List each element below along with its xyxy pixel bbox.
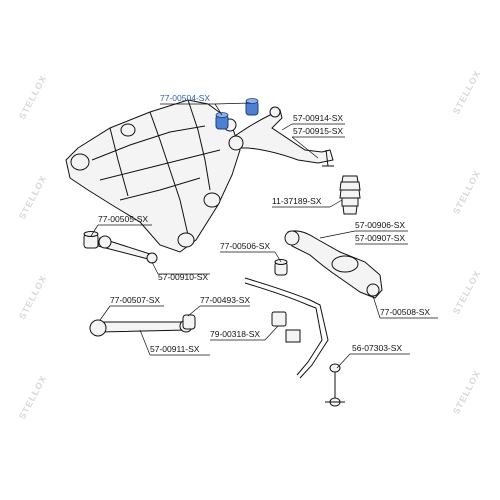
label-77-00506: 77-00506-SX <box>220 241 270 251</box>
watermark-right-4: STELLOX <box>451 368 483 416</box>
watermark-left-2: STELLOX <box>17 173 49 221</box>
label-56-07303: 56-07303-SX <box>352 343 402 353</box>
stabilizer-assembly <box>244 277 345 407</box>
link-arm-57-00910 <box>83 231 158 264</box>
label-77-00505: 77-00505-SX <box>98 214 148 224</box>
label-57-00911: 57-00911-SX <box>150 344 200 354</box>
watermark-left-1: STELLOX <box>17 73 49 121</box>
label-77-00504: 77-00504-SX <box>160 93 210 103</box>
label-79-00318: 79-00318-SX <box>210 329 260 339</box>
label-57-00906: 57-00906-SX <box>355 220 405 230</box>
label-57-00910: 57-00910-SX <box>158 272 208 282</box>
watermark-right-3: STELLOX <box>451 268 483 316</box>
label-57-00914: 57-00914-SX <box>293 113 343 123</box>
bushing-77-00506 <box>274 259 288 276</box>
watermark-right-2: STELLOX <box>451 168 483 216</box>
upper-control-arm <box>228 106 334 167</box>
watermark-left-3: STELLOX <box>17 273 49 321</box>
leader-lines <box>90 102 438 369</box>
lower-control-arm <box>284 230 383 299</box>
bump-stop <box>339 175 361 215</box>
label-77-00493: 77-00493-SX <box>200 295 250 305</box>
watermark-right-1: STELLOX <box>451 68 483 116</box>
label-11-37189: 11-37189-SX <box>272 196 322 206</box>
part-labels: 77-00504-SX 57-00914-SX 57-00915-SX 11-3… <box>98 93 430 354</box>
label-77-00507: 77-00507-SX <box>110 295 160 305</box>
watermark-left-4: STELLOX <box>17 373 49 421</box>
rear-subframe <box>65 99 241 253</box>
label-77-00508: 77-00508-SX <box>380 307 430 317</box>
label-57-00907: 57-00907-SX <box>355 233 405 243</box>
trailing-arm-57-00911 <box>89 314 196 337</box>
label-57-00915: 57-00915-SX <box>293 126 343 136</box>
